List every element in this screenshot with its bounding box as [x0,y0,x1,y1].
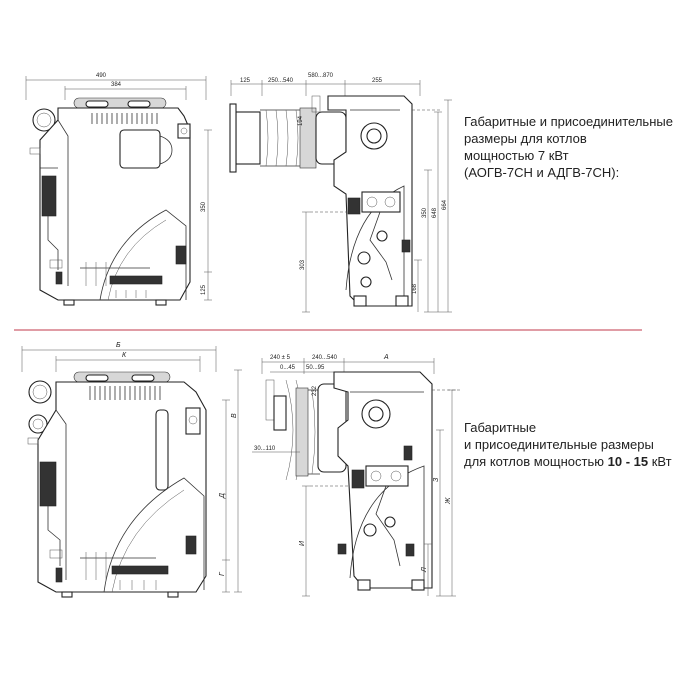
dim-B: Б [116,342,121,349]
dim-255: 255 [372,78,383,84]
caption-line3-prefix: для котлов мощностью [464,454,604,469]
bottom-front-view: Б К [21,342,242,598]
dim-Z: З [433,477,440,482]
caption-7kw-line4: (АОГВ-7СН и АДГВ-7СН): [464,165,620,180]
top-side-view: 125 250...540 580...870 255 194 [229,73,452,313]
top-front-view: 490 384 [25,73,212,306]
dim-490: 490 [96,73,107,79]
dim-ZH: Ж [445,497,452,505]
caption-10-15kw-line1: Габаритные [464,420,537,435]
caption-7kw-line1: Габаритные и присоединительные [464,114,673,129]
dim-K: К [122,352,127,359]
dim-194: 194 [298,115,304,126]
dim-A: А [383,354,389,361]
dim-664: 664 [442,199,448,210]
caption-7kw: Габаритные и присоединительные размеры д… [464,113,673,181]
caption-7kw-line3: мощностью 7 кВт [464,148,569,163]
dim-125-side: 125 [240,78,251,84]
heat-exchanger-fins [91,113,158,124]
heat-exchanger-fins-bottom [89,386,161,400]
caption-7kw-line2: размеры для котлов [464,131,587,146]
dim-648: 648 [432,207,438,218]
dim-G: Г [219,571,226,576]
dim-384: 384 [111,82,122,88]
dim-350-front: 350 [201,201,207,212]
dim-250-540: 250...540 [268,78,294,84]
dim-125-front: 125 [201,284,207,295]
dim-168: 168 [412,283,418,294]
dim-232: 232 [312,385,318,396]
caption-10-15kw: Габаритные и присоединительные размеры д… [464,419,672,470]
dim-D: Д [219,493,226,499]
caption-line3-suffix: кВт [651,454,672,469]
dim-30-110: 30...110 [254,446,276,452]
caption-line3-bold: 10 - 15 [607,454,649,469]
dim-350-side: 350 [422,207,428,218]
caption-10-15kw-line3: для котлов мощностью 10 - 15 кВт [464,453,672,470]
caption-10-15kw-line2: и присоединительные размеры [464,437,654,452]
dim-I: И [299,540,306,546]
dim-50-95: 50...95 [306,365,325,371]
dim-303: 303 [300,259,306,270]
dim-V: В [231,413,238,418]
dim-240-540: 240...540 [312,355,338,361]
dim-L: Л [421,567,428,573]
dim-0-45: 0...45 [280,365,296,371]
bottom-side-view: 240 ± 5 240...540 А 0...45 50...95 232 3… [252,354,460,597]
dim-240-15: 240 ± 5 [270,355,291,361]
dim-580-870: 580...870 [308,73,334,79]
